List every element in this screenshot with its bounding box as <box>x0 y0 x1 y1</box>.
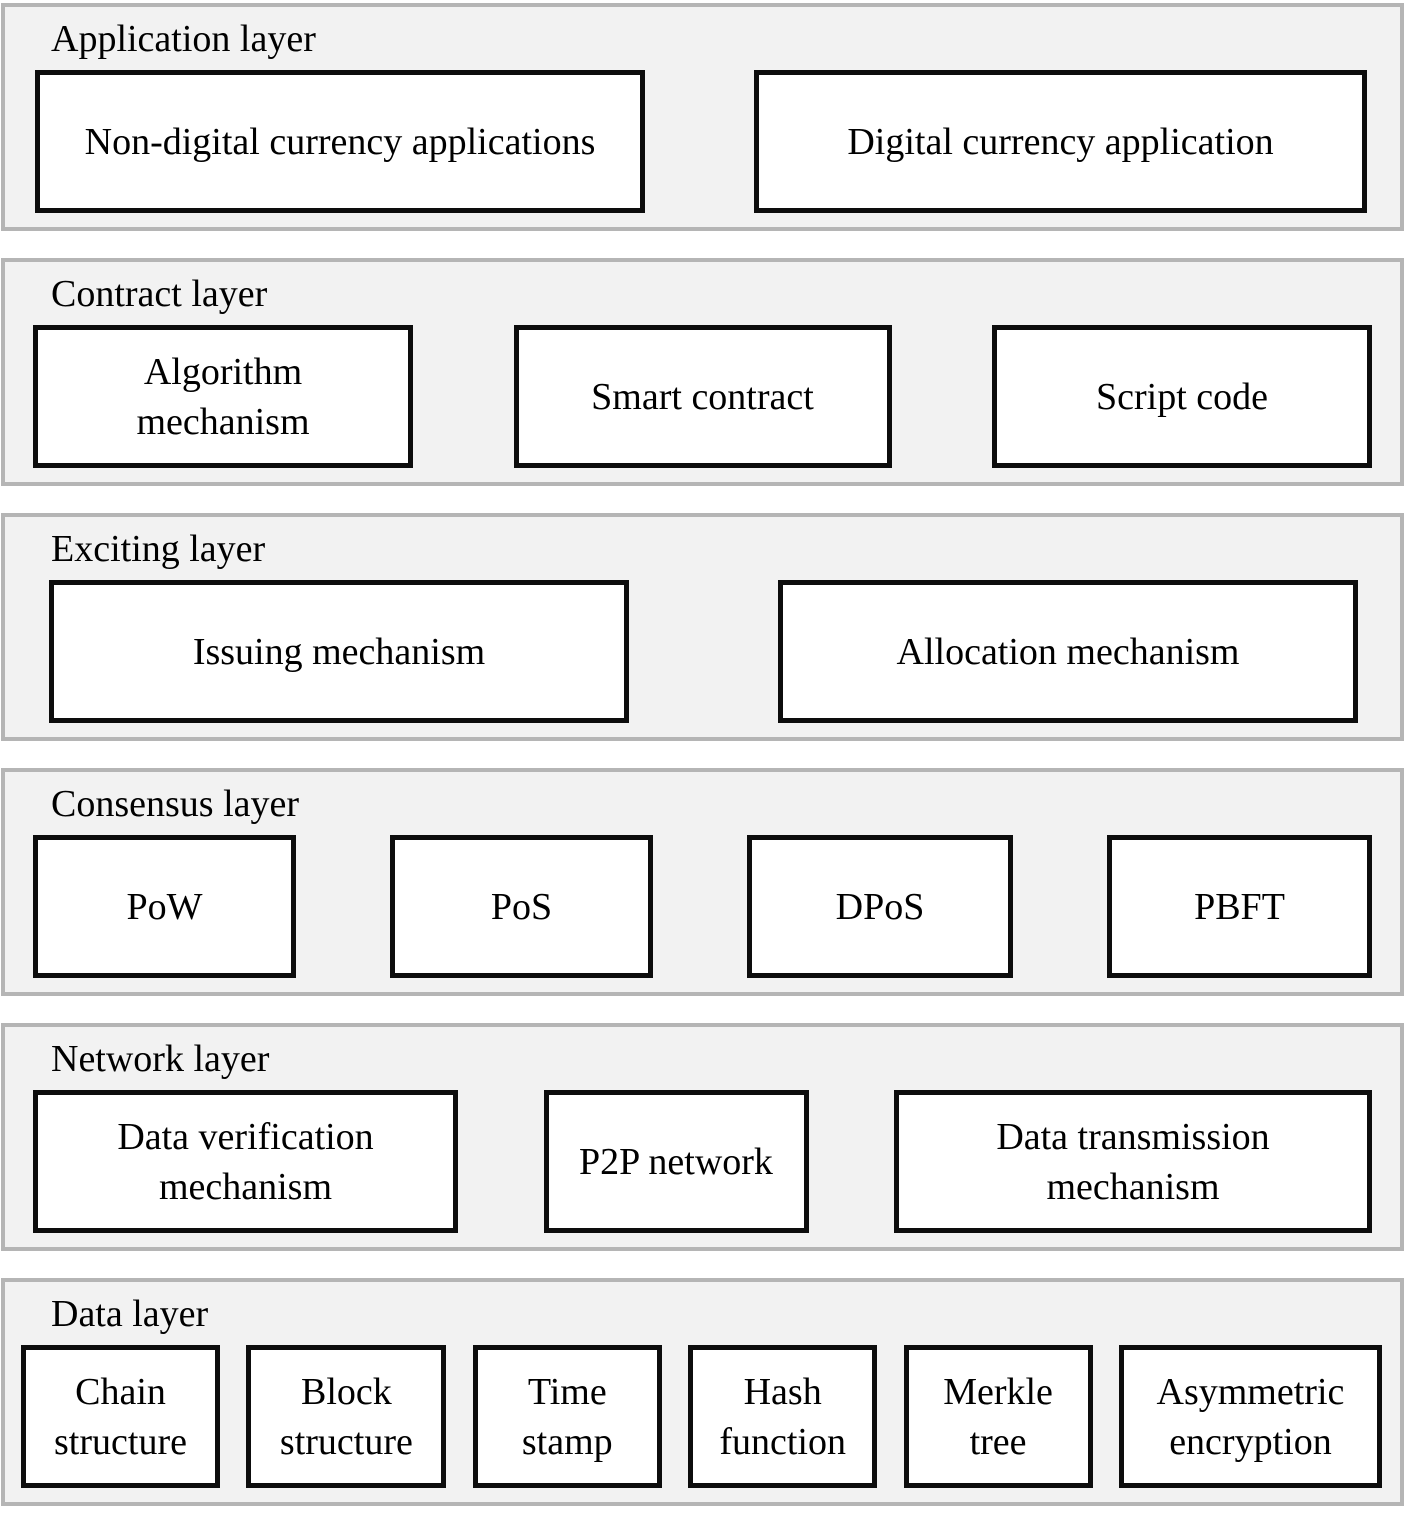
box-issuing-mechanism: Issuing mechanism <box>49 580 629 723</box>
network-layer-band: Network layer Data verification mechanis… <box>1 1023 1404 1251</box>
box-time-stamp: Time stamp <box>472 1345 662 1488</box>
box-label: PoS <box>490 885 553 928</box>
box-label: PBFT <box>1194 885 1285 928</box>
box-allocation-mechanism: Allocation mechanism <box>778 580 1358 723</box>
consensus-layer-title: Consensus layer <box>51 783 300 825</box>
box-label: Chain structure <box>54 1370 187 1463</box>
box-label: Non-digital currency applications <box>84 120 596 163</box>
box-algorithm-mechanism: Algorithm mechanism <box>33 325 413 468</box>
data-layer-boxes: Chain structure Block structure Time sta… <box>5 1345 1400 1488</box>
application-layer-title: Application layer <box>51 18 316 60</box>
box-block-structure: Block structure <box>246 1345 447 1488</box>
exciting-layer-boxes: Issuing mechanism Allocation mechanism <box>5 580 1400 723</box>
box-label: Hash function <box>719 1370 846 1463</box>
network-layer-boxes: Data verification mechanism P2P network … <box>5 1090 1400 1233</box>
box-label: Merkle tree <box>943 1370 1053 1463</box>
box-non-digital-currency-applications: Non-digital currency applications <box>35 70 645 213</box>
exciting-layer-band: Exciting layer Issuing mechanism Allocat… <box>1 513 1404 741</box>
box-label: Allocation mechanism <box>896 630 1240 673</box>
data-layer-band: Data layer Chain structure Block structu… <box>1 1278 1404 1506</box>
data-layer-title: Data layer <box>51 1293 209 1335</box>
contract-layer-boxes: Algorithm mechanism Smart contract Scrip… <box>5 325 1400 468</box>
exciting-layer-title: Exciting layer <box>51 528 266 570</box>
box-digital-currency-application: Digital currency application <box>754 70 1367 213</box>
consensus-layer-band: Consensus layer PoW PoS DPoS PBFT <box>1 768 1404 996</box>
network-layer-title: Network layer <box>51 1038 270 1080</box>
box-label: Script code <box>1095 375 1268 418</box>
application-layer-boxes: Non-digital currency applications Digita… <box>5 70 1400 213</box>
box-p2p-network: P2P network <box>543 1090 809 1233</box>
consensus-layer-boxes: PoW PoS DPoS PBFT <box>5 835 1400 978</box>
box-label: Smart contract <box>591 375 814 418</box>
box-label: Asymmetric encryption <box>1156 1370 1345 1463</box>
box-label: Algorithm mechanism <box>136 350 310 443</box>
box-label: Block structure <box>279 1370 413 1463</box>
box-pos: PoS <box>390 835 653 978</box>
box-label: Data verification mechanism <box>117 1115 374 1208</box>
contract-layer-title: Contract layer <box>51 273 268 315</box>
box-data-transmission-mechanism: Data transmission mechanism <box>894 1090 1372 1233</box>
box-label: Digital currency application <box>847 120 1274 163</box>
box-label: P2P network <box>579 1140 773 1183</box>
box-label: PoW <box>126 885 203 928</box>
box-hash-function: Hash function <box>688 1345 878 1488</box>
box-label: Issuing mechanism <box>192 630 486 673</box>
box-label: Data transmission mechanism <box>996 1115 1270 1208</box>
box-label: DPoS <box>835 885 925 928</box>
box-asymmetric-encryption: Asymmetric encryption <box>1118 1345 1382 1488</box>
box-pbft: PBFT <box>1107 835 1372 978</box>
box-label: Time stamp <box>521 1370 613 1463</box>
box-smart-contract: Smart contract <box>513 325 892 468</box>
box-script-code: Script code <box>992 325 1372 468</box>
application-layer-band: Application layer Non-digital currency a… <box>1 3 1404 231</box>
box-dpos: DPoS <box>747 835 1013 978</box>
box-pow: PoW <box>33 835 296 978</box>
contract-layer-band: Contract layer Algorithm mechanism Smart… <box>1 258 1404 486</box>
box-data-verification-mechanism: Data verification mechanism <box>33 1090 458 1233</box>
box-chain-structure: Chain structure <box>21 1345 220 1488</box>
box-merkle-tree: Merkle tree <box>903 1345 1093 1488</box>
